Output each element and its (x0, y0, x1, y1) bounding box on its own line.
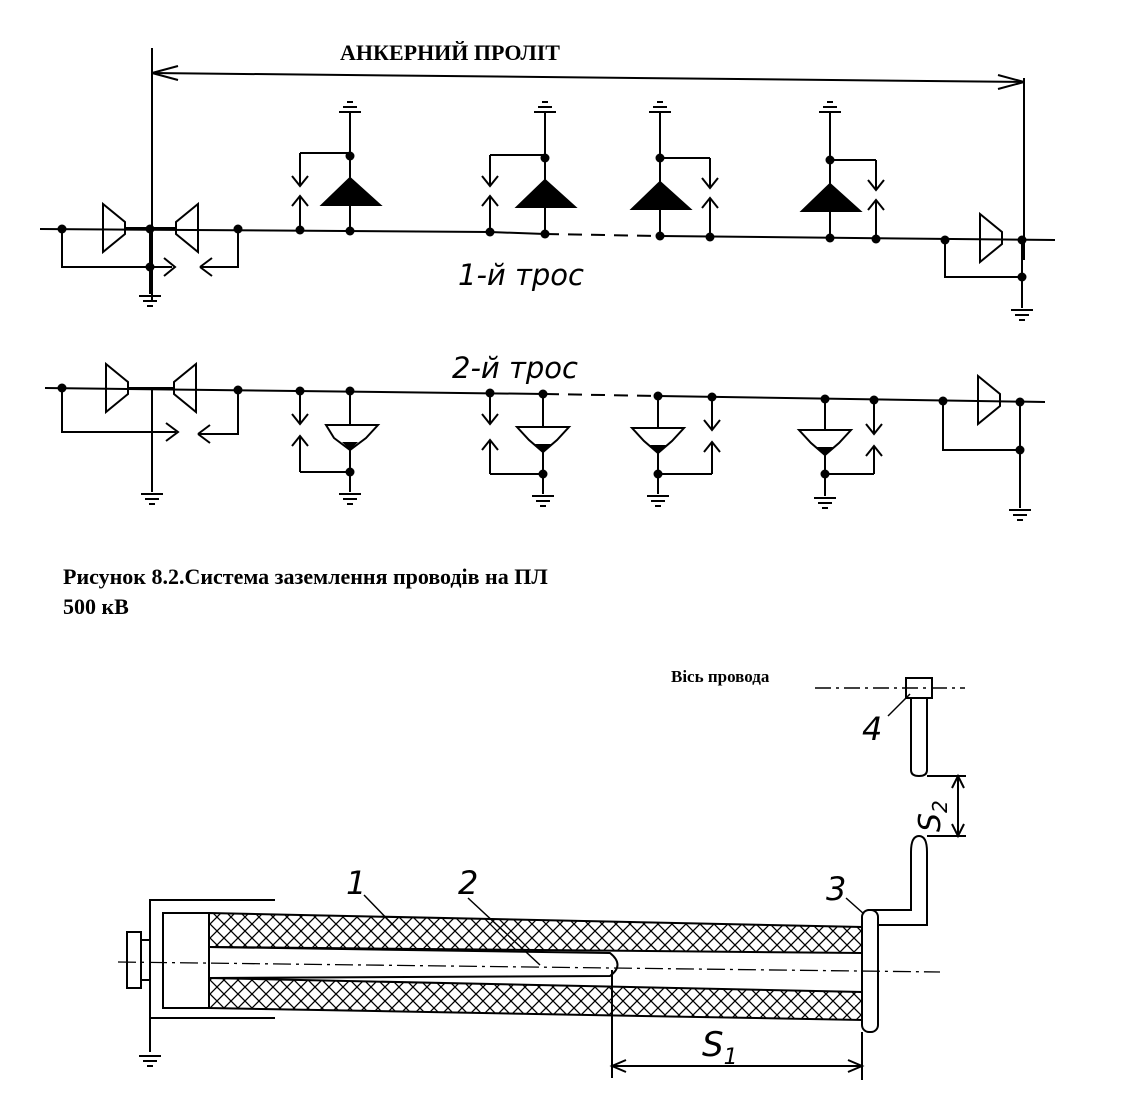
cable-2-arrester-fill (342, 442, 833, 455)
gap-s1-label: S1 (702, 1025, 738, 1070)
cable-1-left-gap-assembly (61, 201, 239, 294)
cable-1-tower-groups (291, 112, 885, 239)
part-2-label: 2 (458, 864, 478, 902)
part-3-label: 3 (826, 870, 846, 908)
figure-caption: Рисунок 8.2.Система заземлення проводів … (63, 562, 548, 622)
part-4-label: 4 (862, 710, 882, 748)
anchor-span-dimension (151, 48, 1025, 300)
gap-s2-label: S2 (913, 800, 952, 832)
tube-axis (117, 961, 941, 973)
cable-1-top-grounds (339, 101, 841, 113)
cable-2-left-gap-assembly (61, 361, 239, 492)
cable-1-line (39, 228, 1056, 241)
cable-1-arresters (319, 176, 863, 212)
insulating-tube (208, 911, 863, 1022)
caption-line-2: 500 кВ (63, 594, 129, 619)
wire-axis-label: Вісь провода (671, 667, 770, 686)
part-1-label: 1 (346, 864, 366, 902)
gap-s2-dimension (927, 773, 966, 839)
cable-1-right-gap-assembly (944, 211, 1023, 308)
cable-2-label: 2-й трос (452, 351, 578, 385)
anchor-span-title: АНКЕРНИЙ ПРОЛІТ (340, 40, 560, 65)
cable-2-right-gap-assembly (942, 373, 1021, 508)
cable-1-label: 1-й трос (458, 258, 584, 292)
gap-s1-dimension (609, 970, 865, 1080)
caption-line-1: Рисунок 8.2.Система заземлення проводів … (63, 564, 548, 589)
grounding-bracket (126, 899, 275, 1052)
bent-rod (868, 677, 933, 926)
part-leaders (363, 693, 911, 966)
cable-2-tower-groups (291, 391, 883, 496)
